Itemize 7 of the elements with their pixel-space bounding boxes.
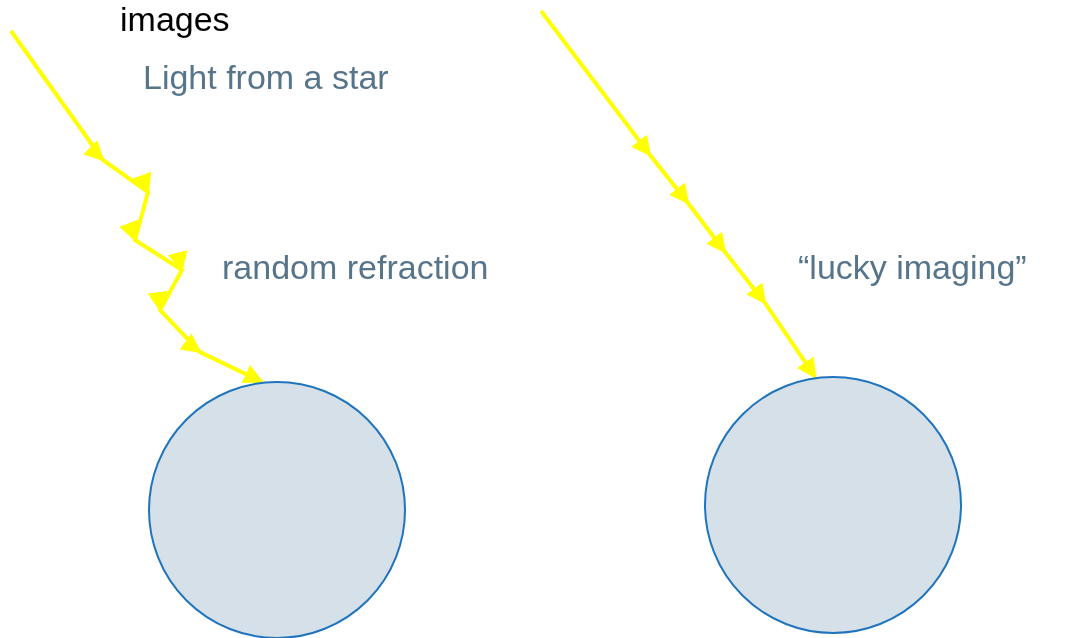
light-ray-arrow: [539, 9, 817, 379]
light-ray-arrow: [9, 29, 263, 384]
heading: images: [120, 2, 230, 36]
label: “lucky imaging”: [798, 250, 1027, 284]
label: random refraction: [222, 250, 489, 284]
circle: [704, 376, 962, 634]
label: Light from a star: [143, 60, 389, 94]
